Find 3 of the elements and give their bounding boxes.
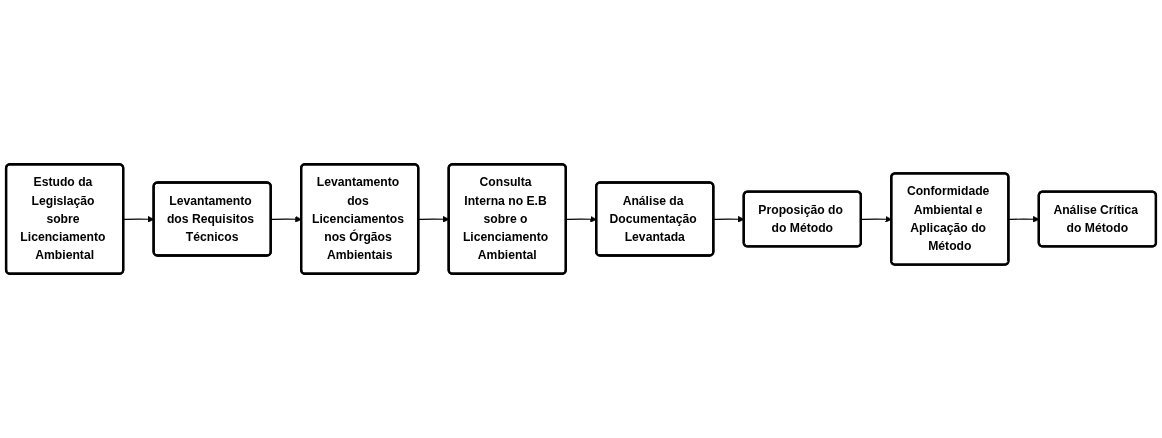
arrow: [565, 215, 597, 223]
arrow: [270, 215, 302, 223]
arrow: [860, 215, 892, 223]
